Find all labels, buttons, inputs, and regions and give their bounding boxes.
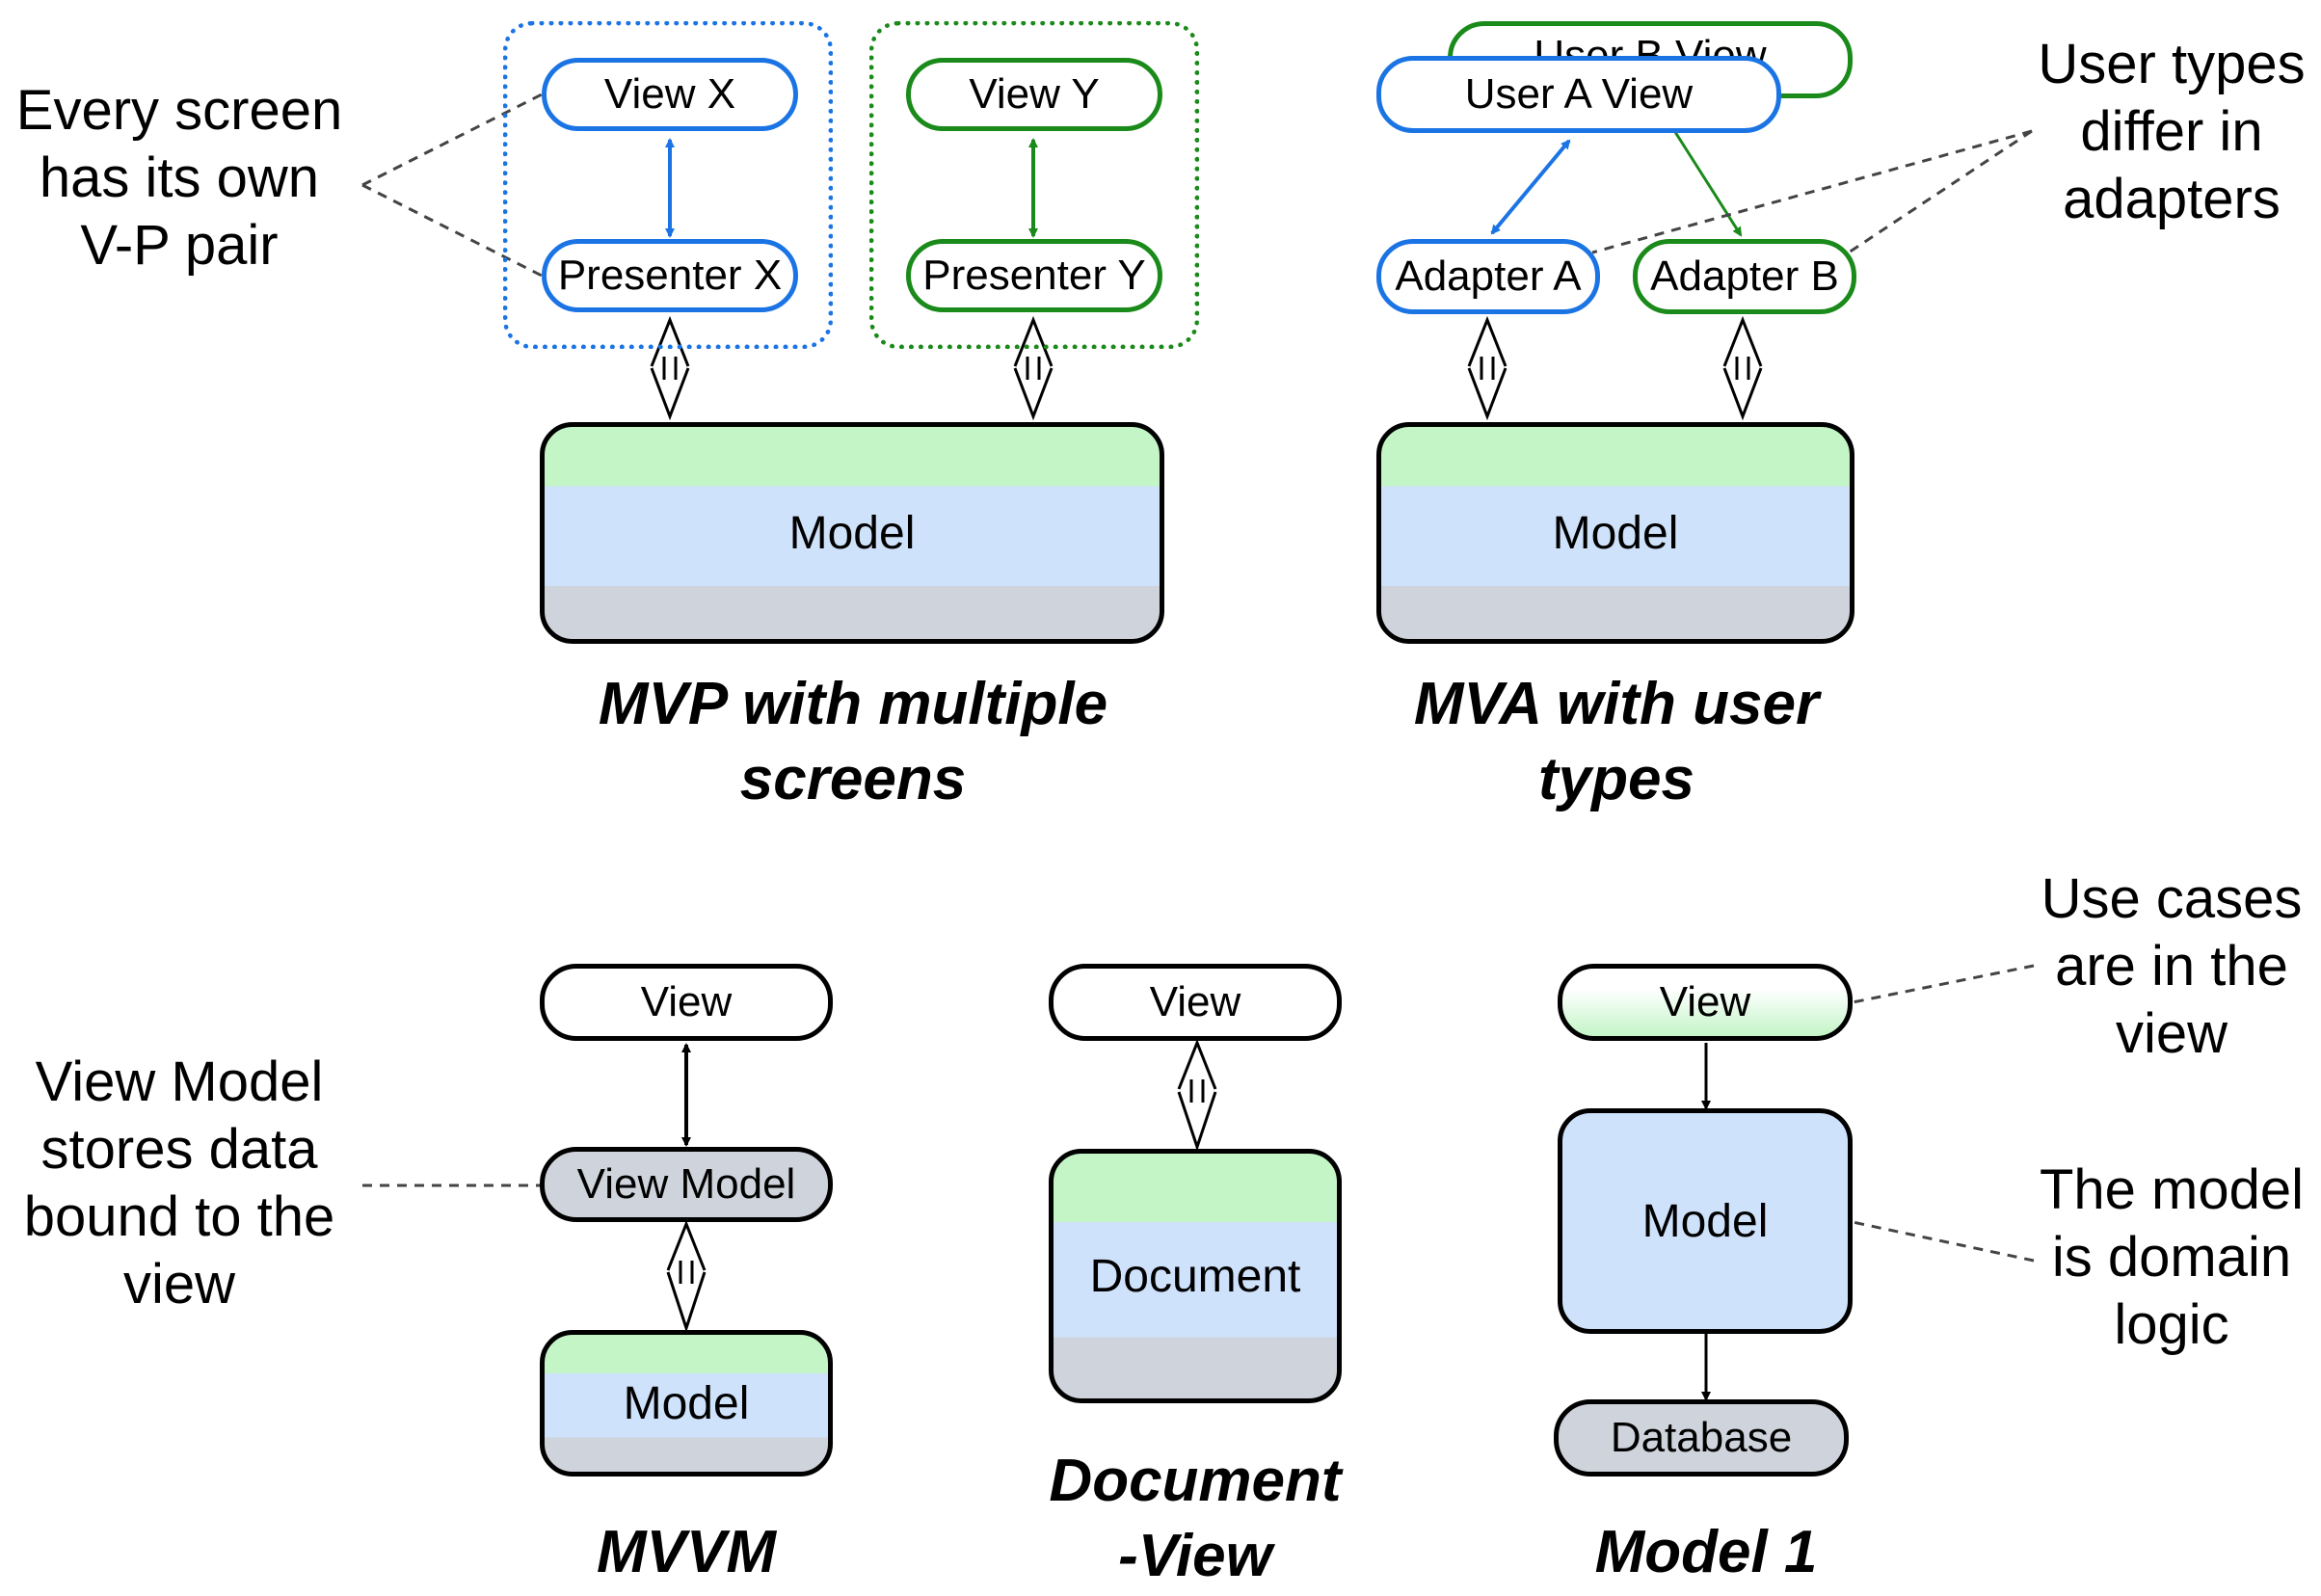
- docview-caption: Document -View: [1049, 1448, 1342, 1589]
- mvp-note: Every screen has its own V-P pair: [15, 79, 343, 277]
- adapter-a-model-double-arrow: [1467, 315, 1507, 421]
- mvvm-note: View Model stores data bound to the view: [23, 1051, 335, 1316]
- mvvm-viewmodel-model-double-arrow: [666, 1219, 707, 1333]
- mvvm-model-node: Model: [540, 1330, 833, 1476]
- document-node: Document: [1049, 1149, 1342, 1403]
- presenter-y-model-double-arrow: [1013, 315, 1054, 421]
- mva-note: User types differ in adapters: [2038, 33, 2306, 230]
- screen-y-group: [869, 21, 1199, 349]
- model1-view-node: View: [1558, 964, 1853, 1041]
- screen-x-group: [503, 21, 833, 349]
- docview-view-node: View: [1049, 964, 1342, 1041]
- adapter-a-user-a-arrow: [1490, 139, 1571, 235]
- adapter-b-model-double-arrow: [1722, 315, 1763, 421]
- presenter-y-node: Presenter Y: [906, 239, 1162, 312]
- adapter-b-node: Adapter B: [1633, 239, 1856, 314]
- mva-note-leader-adapter-a: [1591, 129, 2033, 254]
- presenter-x-model-double-arrow: [650, 315, 690, 421]
- user-a-view-node: User A View: [1376, 56, 1781, 133]
- model1-note-leader-view: [1852, 964, 2035, 1004]
- user-a-adapter-b-arrow: [1673, 131, 1743, 237]
- view-x-node: View X: [542, 58, 798, 131]
- mva-caption: MVA with user types: [1413, 671, 1820, 812]
- mvp-model-node: Model: [540, 422, 1164, 644]
- mvp-caption: MVP with multiple screens: [598, 671, 1108, 812]
- database-node: Database: [1554, 1399, 1849, 1476]
- docview-double-arrow: [1177, 1038, 1217, 1152]
- model1-model-node: Model: [1558, 1108, 1853, 1334]
- presenter-x-node: Presenter X: [542, 239, 798, 312]
- view-y-node: View Y: [906, 58, 1162, 131]
- model1-model-note: The model is domain logic: [2039, 1158, 2305, 1356]
- mva-note-leader-adapter-b: [1848, 129, 2033, 254]
- model1-caption: Model 1: [1594, 1519, 1818, 1585]
- mva-model-node: Model: [1376, 422, 1854, 644]
- mvvm-view-node: View: [540, 964, 833, 1041]
- adapter-a-node: Adapter A: [1376, 239, 1600, 314]
- model1-note-leader-model: [1852, 1220, 2035, 1263]
- mvvm-viewmodel-node: View Model: [540, 1147, 833, 1222]
- mvvm-caption: MVVM: [597, 1519, 776, 1585]
- model1-view-note: Use cases are in the view: [2041, 867, 2303, 1065]
